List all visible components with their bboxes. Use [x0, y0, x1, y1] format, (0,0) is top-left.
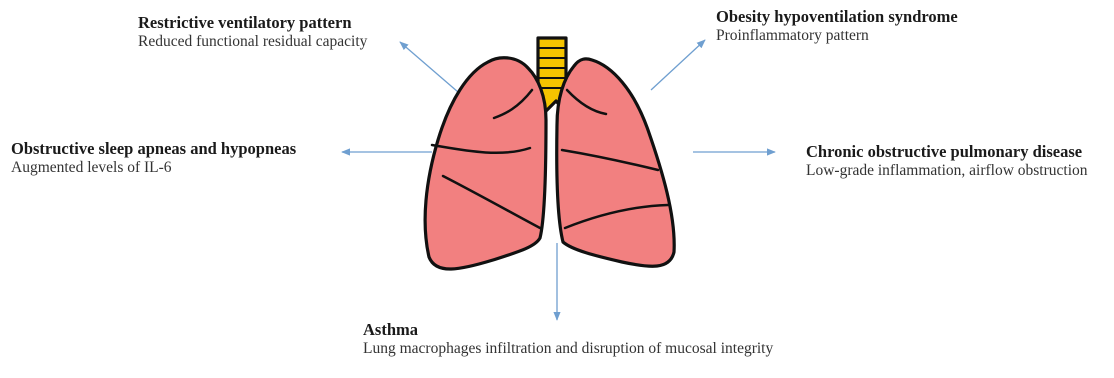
node-description: Low-grade inflammation, airflow obstruct… — [806, 162, 1088, 181]
node-title: Asthma — [363, 320, 793, 340]
node-title: Obstructive sleep apneas and hypopneas — [11, 139, 296, 159]
node-description: Augmented levels of IL-6 — [11, 159, 296, 178]
node-copd: Chronic obstructive pulmonary disease Lo… — [806, 142, 1088, 180]
node-description: Reduced functional residual capacity — [138, 33, 367, 52]
arrow-to-ohs — [651, 40, 705, 90]
lungs-icon — [425, 38, 674, 269]
node-description: Lung macrophages infiltration and disrup… — [363, 340, 793, 359]
node-obstructive-sleep-apneas: Obstructive sleep apneas and hypopneas A… — [11, 139, 296, 177]
right-lung-icon — [557, 59, 674, 266]
node-restrictive-ventilatory-pattern: Restrictive ventilatory pattern Reduced … — [138, 13, 367, 51]
left-lung-icon — [425, 58, 546, 269]
node-description: Proinflammatory pattern — [716, 27, 958, 46]
node-title: Restrictive ventilatory pattern — [138, 13, 367, 33]
node-title: Obesity hypoventilation syndrome — [716, 7, 958, 27]
arrow-to-restrictive — [400, 42, 458, 92]
node-asthma: Asthma Lung macrophages infiltration and… — [363, 320, 793, 358]
node-obesity-hypoventilation-syndrome: Obesity hypoventilation syndrome Proinfl… — [716, 7, 958, 45]
node-title: Chronic obstructive pulmonary disease — [806, 142, 1088, 162]
